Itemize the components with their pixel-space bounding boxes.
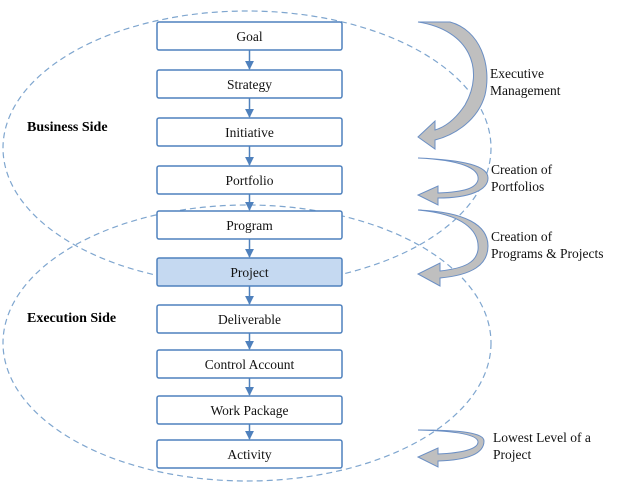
level-label-project: Project (230, 265, 268, 280)
level-label-deliverable: Deliverable (218, 312, 281, 327)
curved-arrow-icon (417, 21, 488, 150)
annotation-programs: Creation of Programs & Projects (491, 229, 604, 261)
execution-side-ellipse (2, 204, 492, 482)
level-label-program: Program (226, 218, 273, 233)
level-label-control-account: Control Account (205, 357, 295, 372)
curved-arrow-icon (416, 157, 489, 206)
levels-group: GoalStrategyInitiativePortfolioProgramPr… (156, 21, 343, 469)
level-label-activity: Activity (227, 447, 271, 462)
level-label-portfolio: Portfolio (225, 173, 273, 188)
annotation-portfolios: Creation of Portfolios (491, 162, 555, 194)
curved-arrow-icon (416, 209, 489, 287)
level-label-work-package: Work Package (210, 403, 288, 418)
level-box-activity (156, 439, 343, 469)
annotation-lowest-level: Lowest Level of a Project (493, 430, 594, 462)
annotation-executive: Executive Management (490, 66, 561, 98)
level-label-strategy: Strategy (227, 77, 272, 92)
curved-arrow-icon (416, 429, 485, 468)
execution-side-label: Execution Side (27, 311, 116, 326)
level-label-goal: Goal (236, 29, 262, 44)
level-label-initiative: Initiative (225, 125, 274, 140)
business-side-label: Business Side (27, 120, 108, 135)
